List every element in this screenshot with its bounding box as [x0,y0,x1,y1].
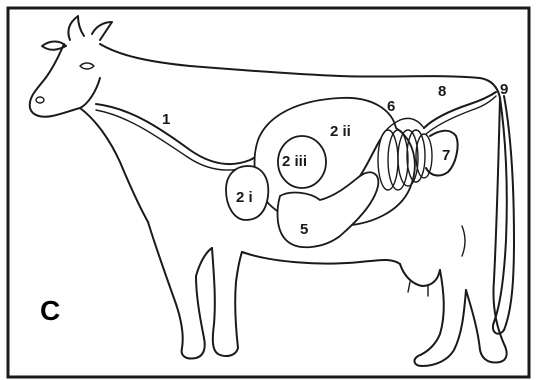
label-anus: 9 [500,81,508,98]
front-leg-left-inner [196,248,212,276]
rectum [424,92,496,128]
label-esophagus: 1 [162,111,170,128]
label-rectum: 8 [438,83,446,100]
eye [80,63,94,69]
right-horn [92,22,112,40]
hind-leg-back [466,98,507,363]
hind-leg-front [415,270,466,366]
nostril [36,97,44,103]
label-rumen: 2 ii [330,123,351,140]
front-leg-right [212,248,242,356]
left-horn [68,16,84,40]
head [30,44,100,117]
label-small-intestine: 6 [387,98,395,115]
label-abomasum: 5 [300,221,308,238]
belly-line [242,252,400,264]
front-leg-left [148,222,205,359]
label-reticulum: 2 i [236,189,253,206]
panel-letter: C [40,295,60,326]
label-large-intestine: 7 [442,147,450,164]
stifle-line [462,226,465,256]
rectum-wall [426,96,496,134]
label-omasum: 2 iii [282,153,307,170]
udder [400,264,440,286]
